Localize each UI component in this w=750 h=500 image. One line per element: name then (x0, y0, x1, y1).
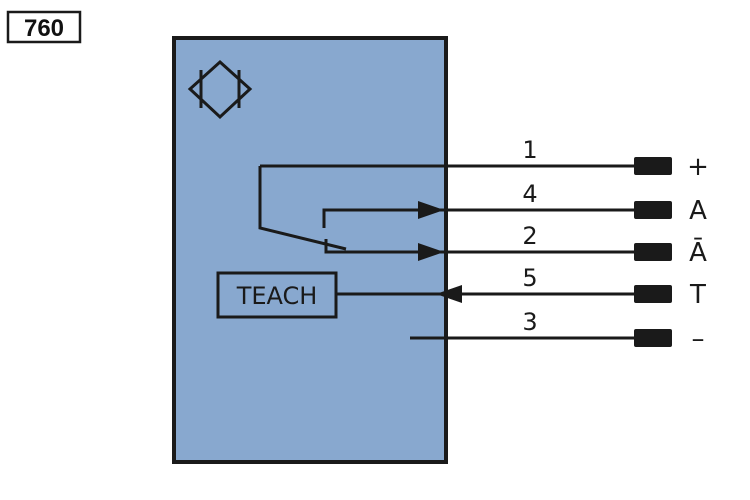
diagram-code-label: 760 (24, 15, 64, 42)
terminal-block (634, 243, 672, 261)
pin-number-label: 4 (522, 180, 537, 208)
sensor-body (172, 36, 448, 464)
input-arrow-icon (436, 285, 462, 303)
pin-number-label: 1 (522, 136, 537, 164)
wire-4: 4A (346, 180, 707, 226)
wire-2: 2Ā (346, 222, 707, 268)
wire-1: 1+ (260, 136, 709, 182)
diagram-code-box: 760 (6, 10, 82, 44)
pin-number-label: 3 (522, 308, 537, 336)
signal-label: + (687, 152, 709, 182)
teach-box: TEACH (216, 271, 338, 319)
signal-label: A (689, 196, 707, 226)
wire-3: 3– (410, 308, 705, 354)
wire-5: 5T (336, 264, 706, 310)
terminal-block (634, 329, 672, 347)
teach-label: TEACH (236, 282, 318, 310)
signal-label: Ā (689, 237, 707, 268)
output-arrow-icon (418, 201, 444, 219)
pin-number-label: 5 (522, 264, 537, 292)
signal-label: T (689, 280, 706, 310)
terminal-block (634, 201, 672, 219)
diamond-sensor-icon (187, 59, 253, 120)
switch-contact (258, 166, 348, 254)
terminal-block (634, 157, 672, 175)
pin-number-label: 2 (522, 222, 537, 250)
terminal-block (634, 285, 672, 303)
signal-label: – (692, 324, 705, 354)
output-arrow-icon (418, 243, 444, 261)
